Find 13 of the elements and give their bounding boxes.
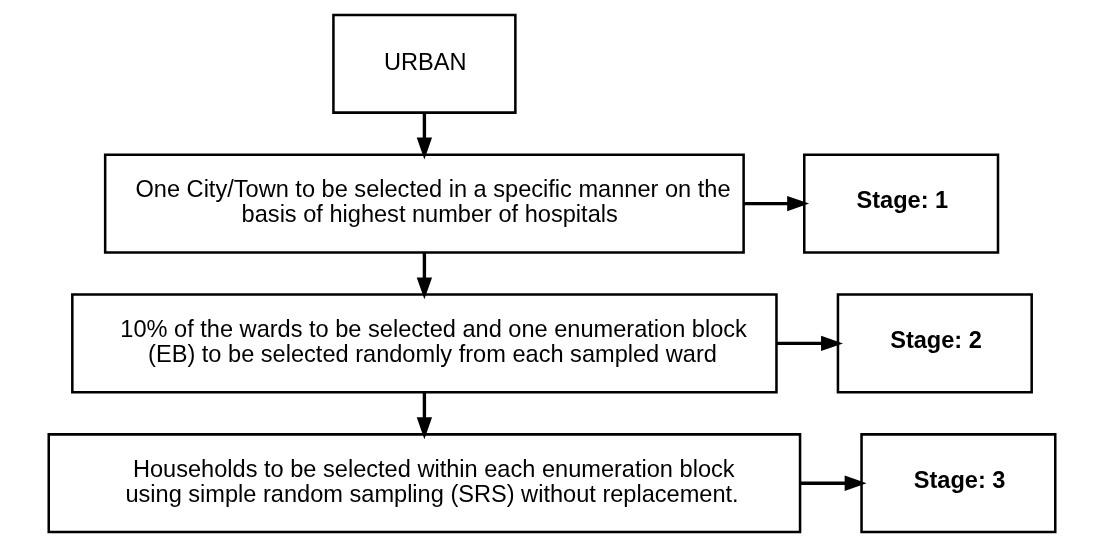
node-box: URBAN — [332, 13, 517, 114]
node-box: Stage: 2 — [836, 293, 1033, 394]
arrow — [416, 253, 433, 300]
node-box: Stage: 1 — [803, 153, 1000, 254]
node-box: Stage: 3 — [860, 433, 1057, 534]
node-box: 10% of the wards to be selected and one enumeration block (EB) to be selected randomly from each sampled ward — [71, 293, 778, 394]
node-box: One City/Town to be selected in a specific manner on the basis of highest number of hospitals — [103, 153, 745, 254]
arrow — [800, 475, 867, 491]
arrow — [776, 335, 843, 352]
arrow — [416, 392, 433, 440]
arrow — [416, 113, 433, 160]
arrow — [743, 195, 810, 212]
node-box: Households to be selected within each enumeration block using simple random sampling (SRS) without replacement. — [47, 433, 802, 534]
